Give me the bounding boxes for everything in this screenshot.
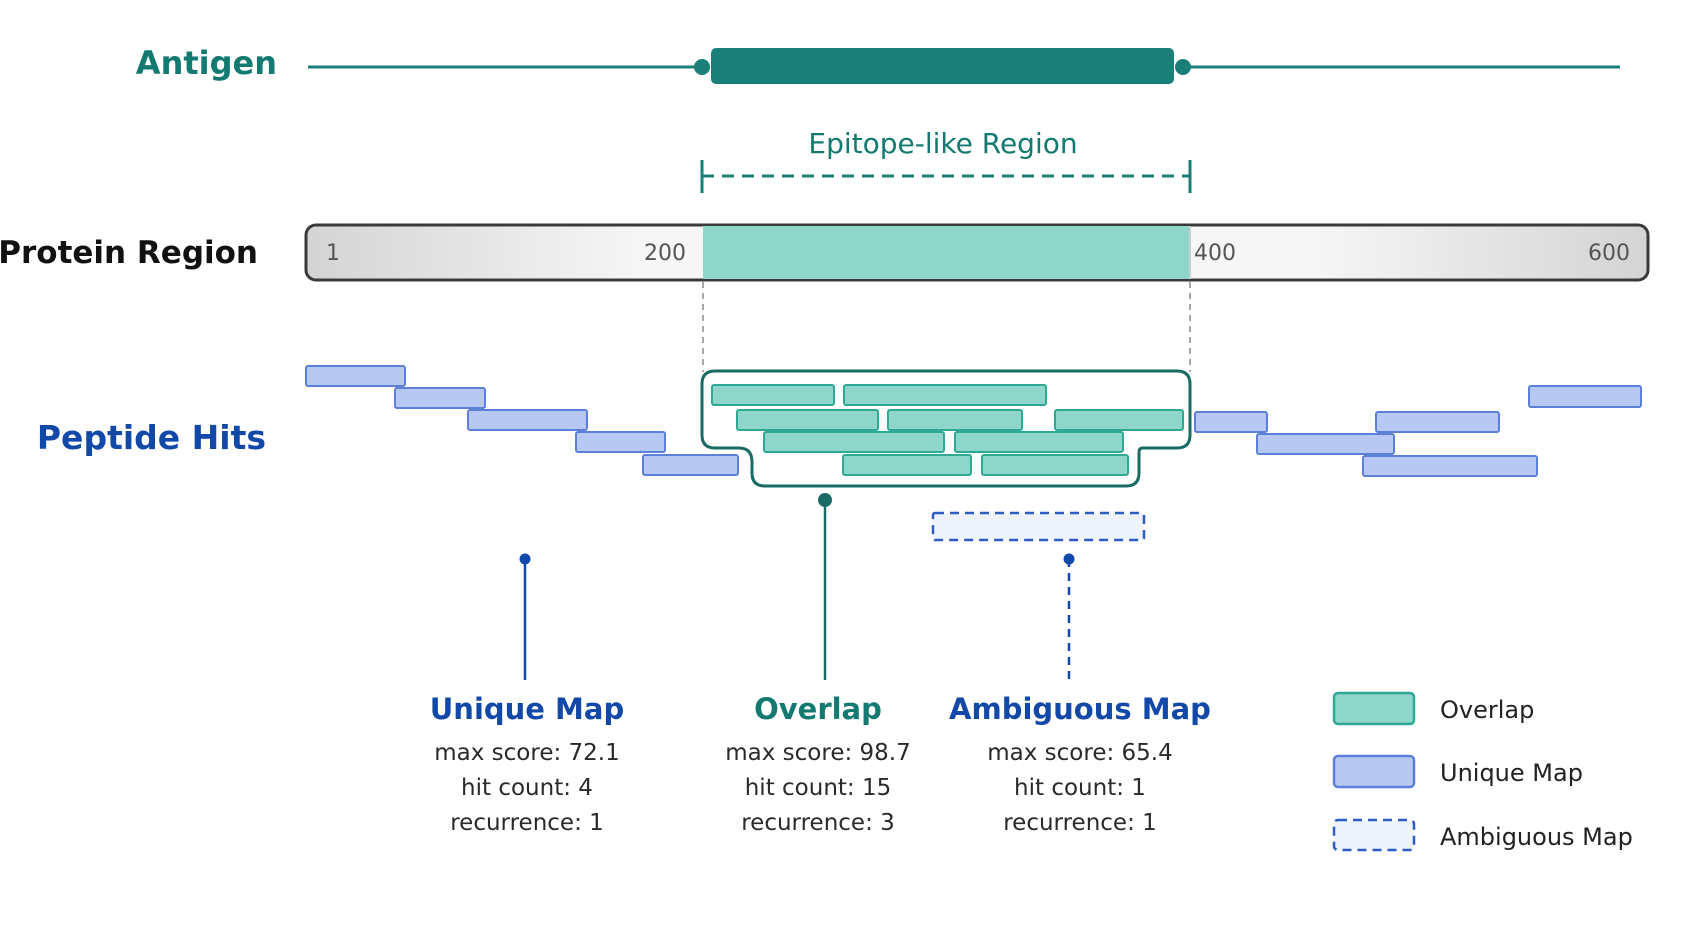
ambiguous-map-connector	[1063, 553, 1075, 680]
legend-swatch-unique	[1332, 754, 1416, 789]
peptide-hit	[711, 384, 835, 406]
legend-label-ambiguous: Ambiguous Map	[1440, 823, 1633, 851]
antigen-epitope-block	[711, 48, 1174, 84]
stats-ambiguous-map: Ambiguous Map max score: 65.4 hit count:…	[949, 692, 1211, 836]
legend-swatch-overlap	[1332, 691, 1416, 726]
peptide-hit	[763, 431, 945, 453]
epitope-region-label: Epitope-like Region	[808, 127, 1077, 160]
stats-title-ambiguous-map: Ambiguous Map	[949, 692, 1211, 726]
stats-line: recurrence: 1	[1003, 810, 1157, 836]
peptide-hit	[1375, 411, 1500, 433]
legend-label-overlap: Overlap	[1440, 696, 1534, 724]
stats-line: recurrence: 1	[450, 810, 604, 836]
unique-map-hits-left	[305, 365, 739, 476]
peptide-hit	[305, 365, 406, 387]
peptide-hit	[954, 431, 1124, 453]
tick-label-200: 200	[644, 241, 686, 266]
peptide-hit	[736, 409, 879, 431]
peptide-hit	[467, 409, 588, 431]
legend-swatch-ambiguous	[1332, 818, 1416, 852]
peptide-hit	[1054, 409, 1184, 431]
protein-region-label: Protein Region	[0, 235, 258, 271]
stats-line: recurrence: 3	[741, 810, 895, 836]
overlap-cluster-outline	[700, 369, 1192, 488]
legend-label-unique: Unique Map	[1440, 759, 1583, 787]
peptide-hit	[1256, 433, 1395, 455]
protein-epitope-segment	[703, 226, 1190, 279]
antigen-track	[308, 48, 1620, 84]
overlap-connector	[818, 493, 832, 680]
stats-title-overlap: Overlap	[754, 692, 882, 726]
legend: Overlap Unique Map Ambiguous Map	[1332, 691, 1633, 852]
stats-title-unique-map: Unique Map	[430, 692, 625, 726]
peptide-hit	[394, 387, 486, 409]
peptide-hit	[843, 384, 1047, 406]
region-guide-lines	[702, 282, 1191, 372]
peptide-hit	[887, 409, 1023, 431]
peptide-hit	[575, 431, 666, 453]
tick-label-600: 600	[1588, 241, 1630, 266]
unique-map-connector	[519, 553, 531, 680]
unique-map-hits-right	[1194, 385, 1642, 477]
peptide-hit	[981, 454, 1129, 476]
stats-overlap: Overlap max score: 98.7 hit count: 15 re…	[725, 692, 911, 836]
stats-line: hit count: 4	[461, 775, 593, 801]
stats-line: hit count: 1	[1014, 775, 1146, 801]
ambiguous-map-hit	[931, 511, 1146, 542]
peptide-hit	[642, 454, 739, 476]
tick-label-400: 400	[1194, 241, 1236, 266]
stats-line: hit count: 15	[745, 775, 892, 801]
stats-line: max score: 65.4	[987, 740, 1173, 766]
peptide-hit	[1528, 385, 1642, 408]
peptide-hit	[842, 454, 972, 476]
stats-unique-map: Unique Map max score: 72.1 hit count: 4 …	[430, 692, 625, 836]
peptide-hit	[1194, 411, 1268, 433]
stats-line: max score: 72.1	[434, 740, 620, 766]
stats-line: max score: 98.7	[725, 740, 911, 766]
tick-label-1: 1	[326, 241, 340, 266]
antigen-label: Antigen	[136, 44, 277, 82]
epitope-bracket	[700, 160, 1192, 193]
overlap-hits	[711, 384, 1184, 476]
peptide-hits-label: Peptide Hits	[37, 418, 266, 457]
peptide-hit	[1362, 455, 1538, 477]
